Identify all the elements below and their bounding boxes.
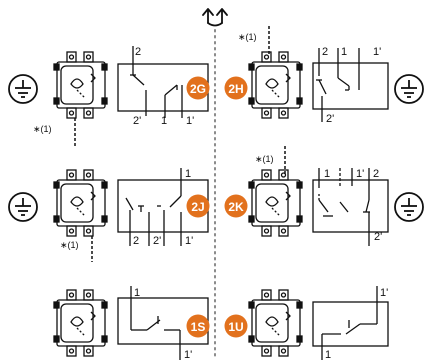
- contact-schematic-1U: [312, 286, 389, 360]
- terminal-label: 2: [322, 46, 328, 58]
- terminal-label: 1: [325, 349, 331, 360]
- terminal-label: 2': [326, 113, 334, 125]
- terminal-label: 2: [133, 235, 139, 247]
- ground-icon: [394, 74, 424, 104]
- terminal-label: 1': [185, 235, 193, 247]
- badge-circle: [224, 76, 248, 100]
- terminal-label: 2: [373, 168, 379, 180]
- badge-circle: [186, 76, 210, 100]
- note-mark: ∗(1): [33, 124, 52, 134]
- badge-1S: 1S: [191, 320, 206, 334]
- terminal-label: 1': [186, 115, 194, 127]
- terminal-label: 1: [185, 168, 191, 180]
- badge-circle: [224, 194, 248, 218]
- note-mark: ∗(1): [60, 240, 79, 250]
- badge-2G: 2G: [190, 82, 206, 96]
- badge-circle: [186, 314, 210, 338]
- switch-device-illustration: [53, 289, 108, 357]
- badge-circle: [224, 314, 248, 338]
- terminal-label: 2': [374, 231, 382, 243]
- ground-icon: [8, 192, 38, 222]
- switch-device-illustration: [248, 51, 303, 119]
- switch-device-illustration: [248, 169, 303, 237]
- badge-1U: 1U: [228, 320, 243, 334]
- contact-schematic-2H: [312, 48, 389, 122]
- terminal-label: 1: [324, 168, 330, 180]
- switch-device-illustration: [53, 51, 108, 119]
- switch-device-illustration: [53, 169, 108, 237]
- badge-2H: 2H: [228, 82, 243, 96]
- badge-2K: 2K: [228, 200, 244, 214]
- terminal-label: 1': [184, 349, 192, 360]
- note-mark: ∗(1): [255, 154, 274, 164]
- badge-2J: 2J: [191, 200, 204, 214]
- terminal-label: 2': [133, 115, 141, 127]
- direction-arrows-icon: [202, 8, 228, 27]
- terminal-label: 1: [161, 115, 167, 127]
- terminal-label: 1: [341, 46, 347, 58]
- terminal-label: 2': [153, 235, 161, 247]
- ground-icon: [394, 192, 424, 222]
- contact-schematic-2K: [312, 168, 389, 246]
- ground-icon: [8, 74, 38, 104]
- terminal-label: 1': [356, 168, 364, 180]
- switch-device-illustration: [248, 289, 303, 357]
- terminal-label: 1: [134, 287, 140, 299]
- note-mark: ∗(1): [238, 32, 257, 42]
- badge-circle: [186, 194, 210, 218]
- terminal-label: 2: [135, 46, 141, 58]
- terminal-label: 1': [373, 46, 381, 58]
- terminal-label: 1': [380, 287, 388, 299]
